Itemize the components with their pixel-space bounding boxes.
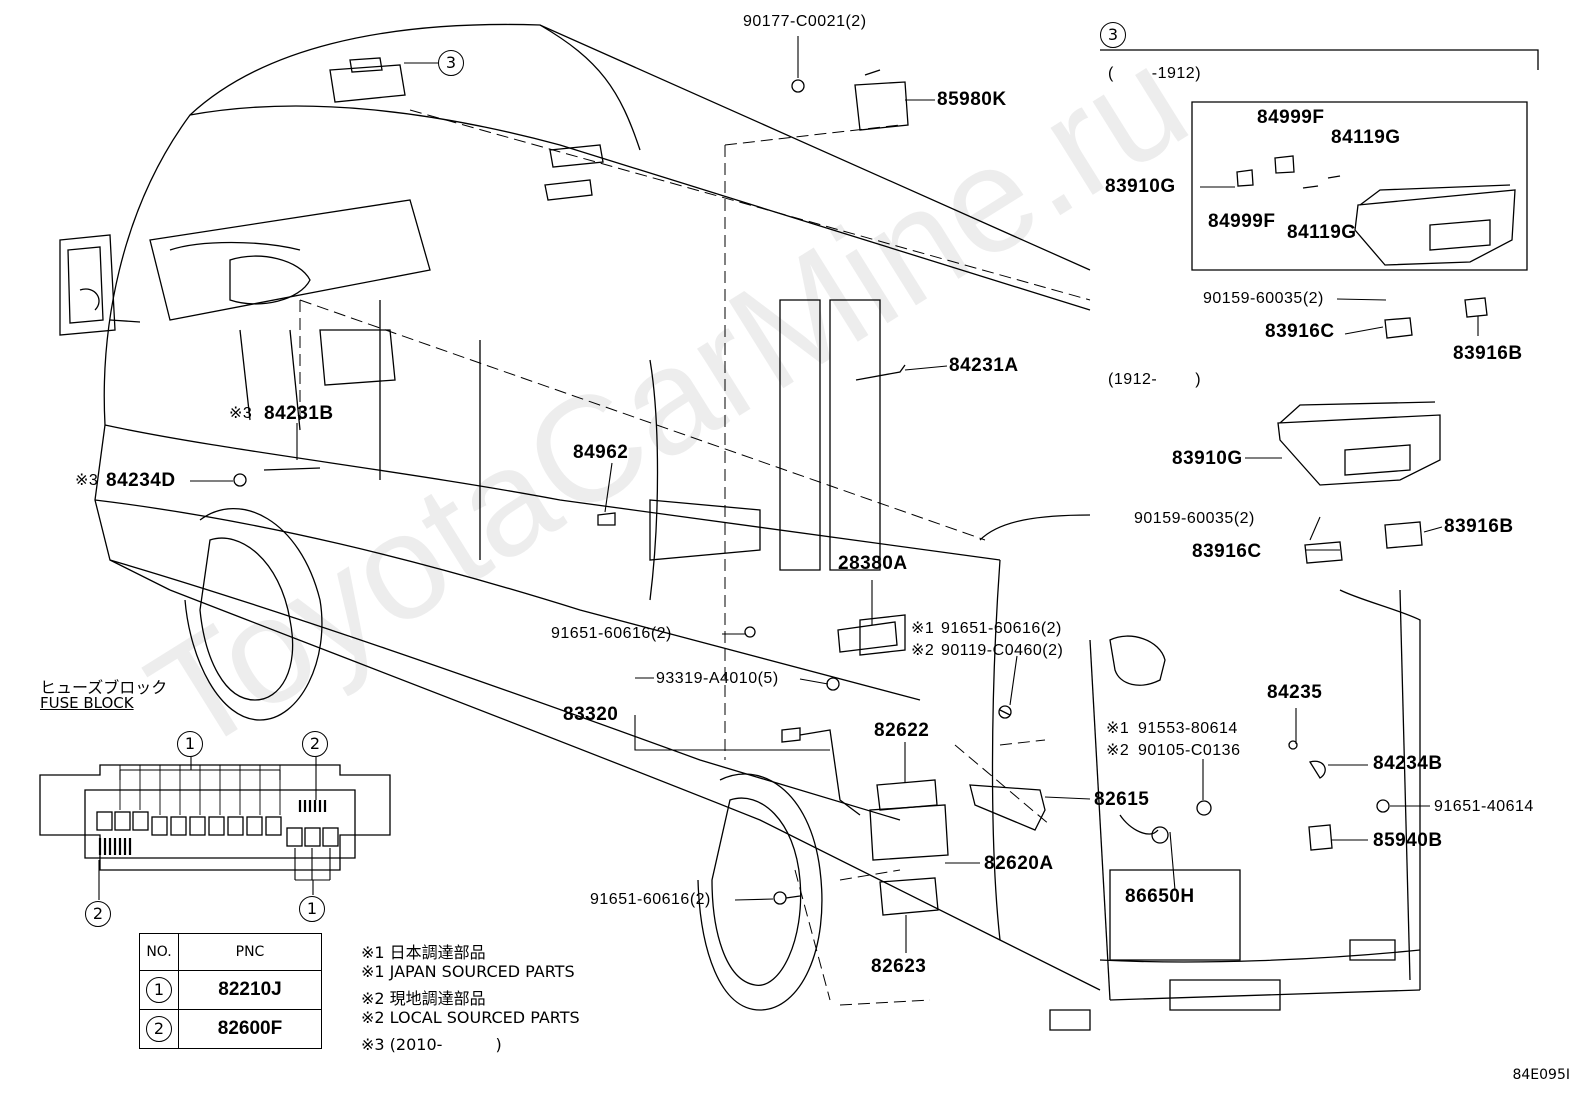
- fuse-callout-1-bottom[interactable]: 1: [299, 896, 325, 922]
- note-mark-1-91553: ※1: [1106, 720, 1130, 737]
- part-label-91651-a[interactable]: 91651-60616(2): [551, 625, 672, 642]
- fuse-block-drawing: [39, 764, 391, 871]
- pnc-row-no-2: 2: [146, 1016, 172, 1042]
- pnc-table: NO. PNC 1 82210J 2 82600F: [139, 933, 322, 1049]
- part-label-28380A[interactable]: 28380A: [838, 553, 908, 574]
- part-label-83916C-b[interactable]: 83916C: [1192, 541, 1262, 562]
- part-label-83916B-a[interactable]: 83916B: [1453, 343, 1523, 364]
- pnc-row: 1 82210J: [139, 970, 322, 1010]
- part-label-84962[interactable]: 84962: [573, 442, 629, 463]
- part-label-86650H[interactable]: 86650H: [1125, 886, 1195, 907]
- fuse-callout-2-bottom[interactable]: 2: [85, 901, 111, 927]
- part-label-82620A[interactable]: 82620A: [984, 853, 1054, 874]
- note-1-en: ※1 JAPAN SOURCED PARTS: [361, 962, 575, 981]
- part-label-84231A[interactable]: 84231A: [949, 355, 1019, 376]
- note-mark-2-90119: ※2: [911, 642, 935, 659]
- inset-frames: [1100, 49, 1539, 564]
- pnc-row-value-2[interactable]: 82600F: [178, 1009, 322, 1049]
- van-interior: [59, 57, 604, 431]
- part-label-90159-b[interactable]: 90159-60035(2): [1134, 510, 1255, 527]
- mirror-callout-3[interactable]: 3: [438, 50, 464, 76]
- part-label-85980K[interactable]: 85980K: [937, 89, 1007, 110]
- dashed-lines: [299, 109, 1091, 1006]
- inset-range-early: ( -1912): [1108, 65, 1202, 82]
- pnc-row-value-1[interactable]: 82210J: [178, 970, 322, 1010]
- note-mark-2-90105: ※2: [1106, 742, 1130, 759]
- inset-range-late: (1912- ): [1108, 371, 1202, 388]
- note-mark-1-91651: ※1: [911, 620, 935, 637]
- note-2-jp: ※2 現地調達部品: [361, 989, 486, 1008]
- part-label-90119[interactable]: 90119-C0460(2): [941, 642, 1064, 659]
- part-label-85940B[interactable]: 85940B: [1373, 830, 1443, 851]
- fuse-callout-1-top[interactable]: 1: [177, 731, 203, 757]
- part-label-84999F-b[interactable]: 84999F: [1208, 211, 1276, 232]
- part-label-93319[interactable]: 93319-A4010(5): [656, 670, 779, 687]
- part-label-83916B-b[interactable]: 83916B: [1444, 516, 1514, 537]
- part-label-83910G-b[interactable]: 83910G: [1172, 448, 1243, 469]
- part-label-84119G-b[interactable]: 84119G: [1287, 222, 1357, 243]
- part-label-90177[interactable]: 90177-C0021(2): [743, 13, 867, 30]
- fuse-block-title-jp: ヒューズブロック: [40, 678, 168, 697]
- part-label-82623[interactable]: 82623: [871, 956, 927, 977]
- part-label-84119G-a[interactable]: 84119G: [1331, 127, 1401, 148]
- part-label-82622[interactable]: 82622: [874, 720, 930, 741]
- part-label-90105[interactable]: 90105-C0136: [1138, 742, 1241, 759]
- note-2-en: ※2 LOCAL SOURCED PARTS: [361, 1008, 580, 1027]
- part-label-82615[interactable]: 82615: [1094, 789, 1150, 810]
- components: [233, 69, 1390, 916]
- part-label-84234D[interactable]: 84234D: [106, 470, 176, 491]
- part-label-83910G-a[interactable]: 83910G: [1105, 176, 1176, 197]
- note-mark-3-84231B: ※3: [229, 405, 253, 422]
- part-label-84234B[interactable]: 84234B: [1373, 753, 1443, 774]
- fuse-callout-2-top[interactable]: 2: [302, 731, 328, 757]
- pnc-row-no-1: 1: [146, 977, 172, 1003]
- note-1-jp: ※1 日本調達部品: [361, 943, 486, 962]
- part-label-91651-c[interactable]: 91651-60616(2): [590, 891, 711, 908]
- pnc-header-pnc: PNC: [178, 933, 322, 971]
- part-label-91651-b[interactable]: 91651-60616(2): [941, 620, 1062, 637]
- part-label-83916C-a[interactable]: 83916C: [1265, 321, 1335, 342]
- diagram-id: 84E095I: [1512, 1067, 1570, 1083]
- pnc-row: 2 82600F: [139, 1009, 322, 1049]
- part-label-84235[interactable]: 84235: [1267, 682, 1323, 703]
- leader-lines: [190, 36, 1479, 953]
- fuse-block-title-en: FUSE BLOCK: [40, 694, 134, 712]
- part-label-91553[interactable]: 91553-80614: [1138, 720, 1238, 737]
- part-label-84999F-a[interactable]: 84999F: [1257, 107, 1325, 128]
- inset-callout-3: 3: [1100, 22, 1126, 48]
- pnc-header-no: NO.: [139, 933, 179, 971]
- note-3-date: ※3 (2010- ): [361, 1035, 502, 1054]
- part-label-84231B[interactable]: 84231B: [264, 403, 334, 424]
- note-mark-3-84234D: ※3: [75, 472, 99, 489]
- part-label-91651-40614[interactable]: 91651-40614: [1434, 798, 1534, 815]
- van-body: [94, 23, 1421, 1031]
- part-label-90159-a[interactable]: 90159-60035(2): [1203, 290, 1324, 307]
- part-label-83320[interactable]: 83320: [563, 704, 619, 725]
